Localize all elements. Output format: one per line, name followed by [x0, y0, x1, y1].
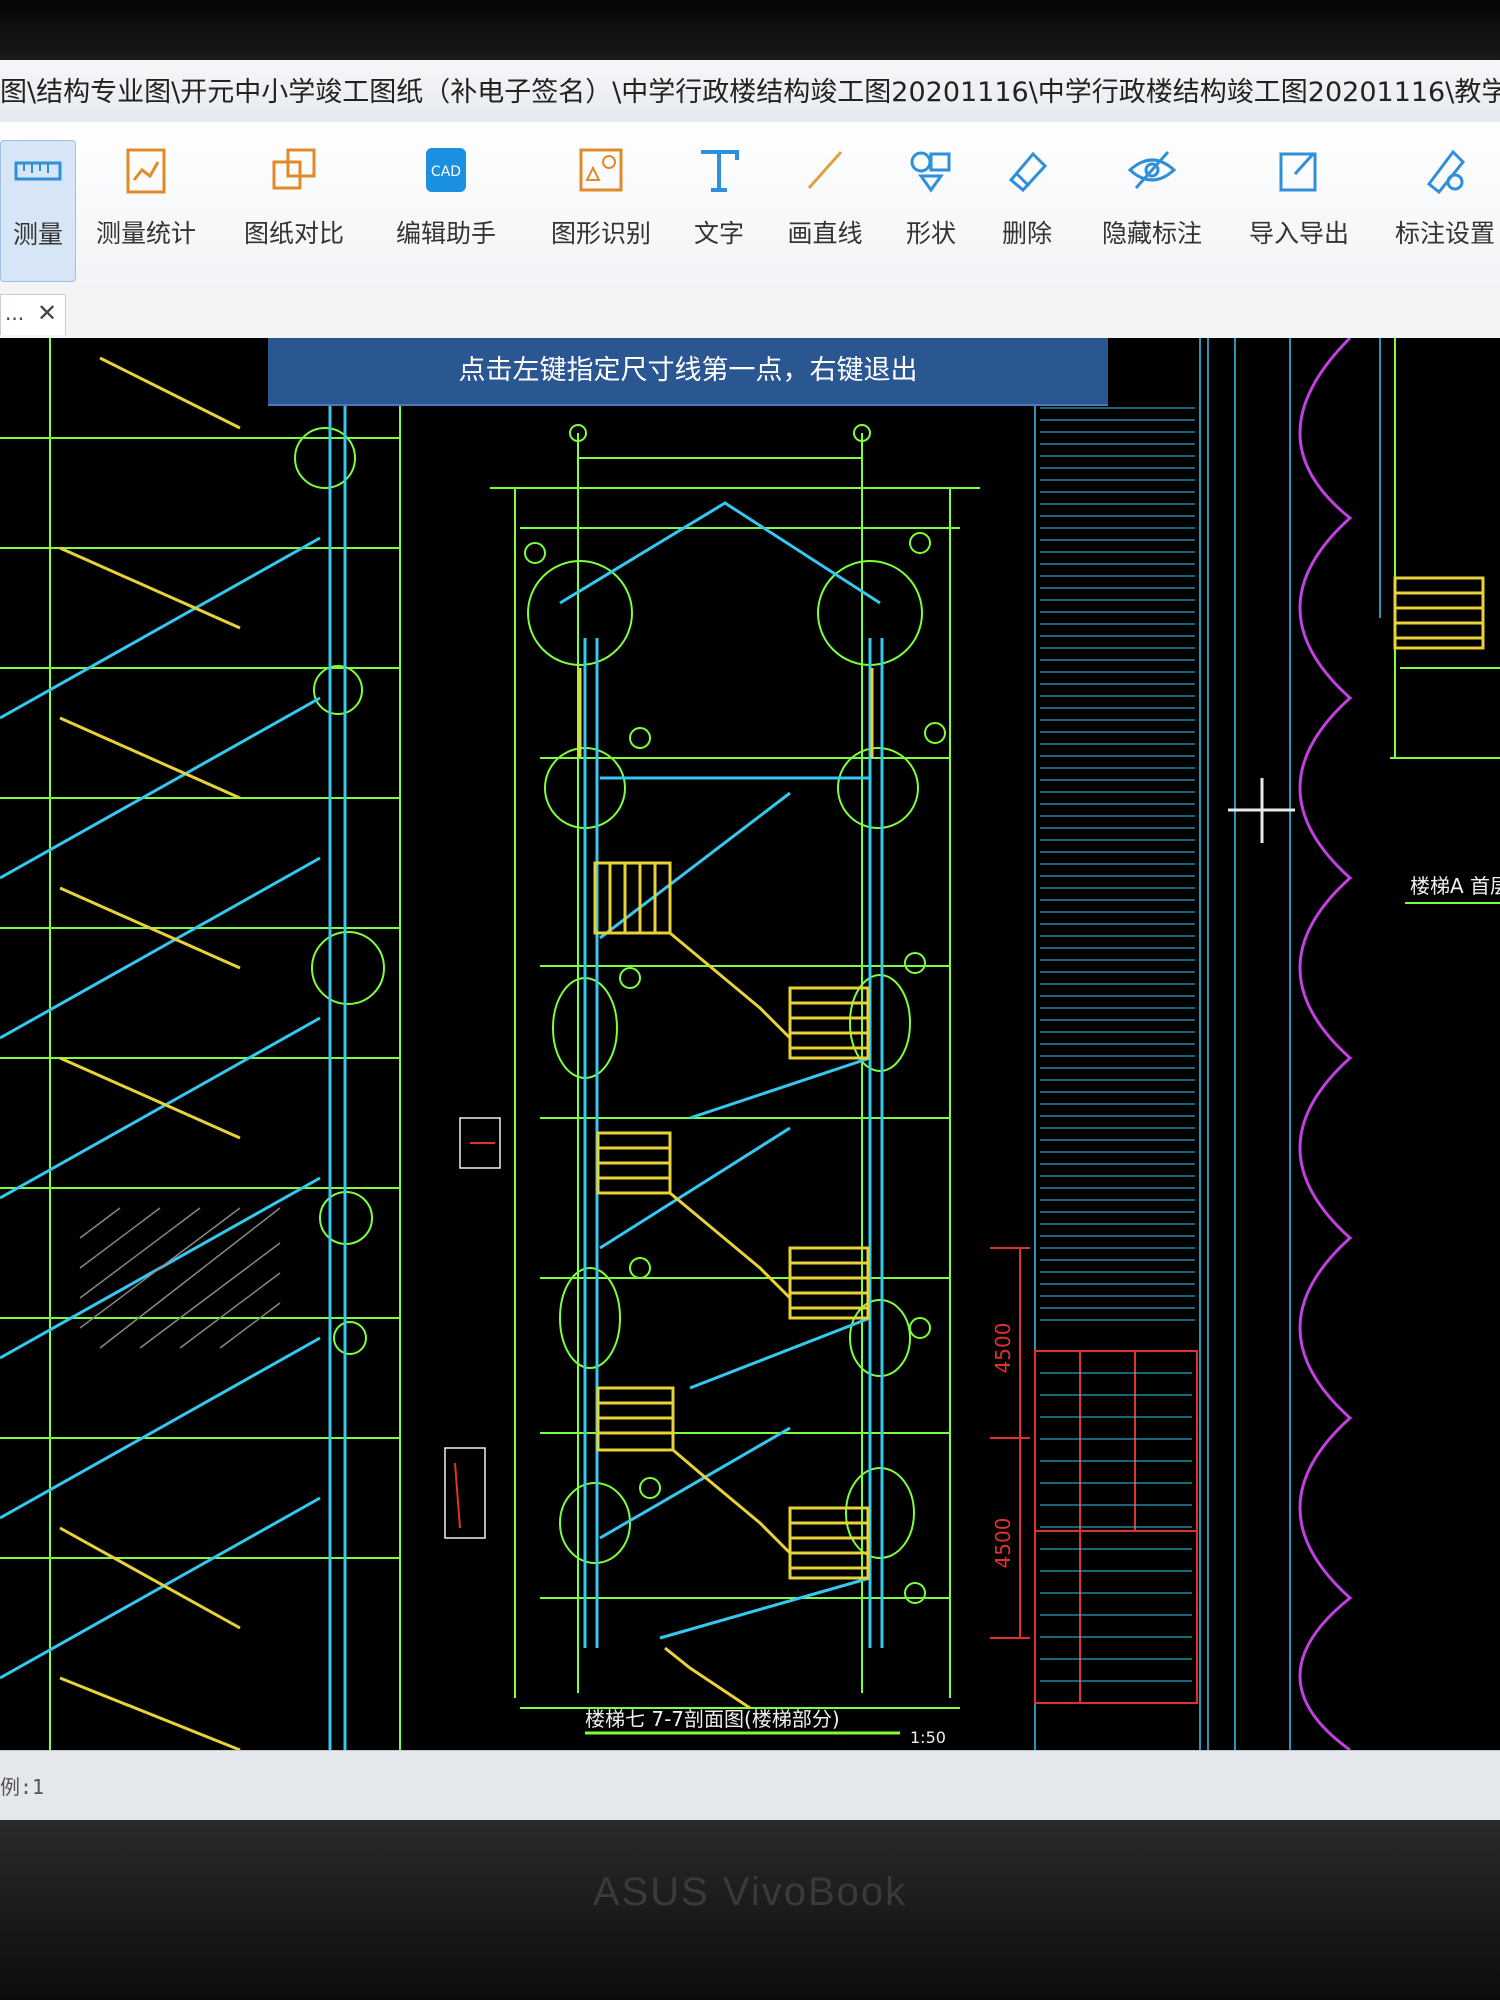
compare-button[interactable]: 图纸对比: [240, 140, 348, 280]
dimension-lower: 4500: [991, 1518, 1015, 1569]
compare-label: 图纸对比: [243, 219, 344, 248]
drawing-canvas[interactable]: 4500 4500 楼梯七 7-7剖面图(楼梯部分) 1:50: [0, 338, 1500, 1750]
left-hatch: [79, 1207, 281, 1349]
crosshair-cursor: [1228, 778, 1295, 843]
main-section-structure: [559, 501, 884, 1648]
measure-stats-label: 测量统计: [95, 219, 196, 248]
monitor-bezel-bottom: [0, 1820, 1500, 2000]
monitor-bezel-top: [0, 0, 1500, 60]
left-stair-treads: [59, 356, 241, 1750]
status-bar: 例:1: [0, 1750, 1500, 1820]
line-icon: [807, 151, 843, 189]
detail-blocks: [444, 1117, 501, 1539]
drawing-scale: 1:50: [910, 1728, 946, 1747]
shapes-icon: [910, 151, 951, 193]
right-detail: [1390, 338, 1500, 759]
delete-label: 删除: [1001, 219, 1052, 248]
title-path-bar: 图\结构专业图\开元中小学竣工图纸（补电子签名）\中学行政楼结构竣工图20201…: [0, 60, 1500, 123]
shape-recognition-icon: [579, 148, 623, 192]
text-button[interactable]: 文字: [686, 140, 752, 280]
file-path: 图\结构专业图\开元中小学竣工图纸（补电子签名）\中学行政楼结构竣工图20201…: [0, 77, 1500, 108]
measure-stats-button[interactable]: 测量统计: [92, 140, 200, 280]
annotation-settings-button[interactable]: 标注设置: [1390, 140, 1500, 280]
right-detail-label: 楼梯A 首层: [1410, 874, 1500, 898]
hide-annotation-label: 隐藏标注: [1101, 219, 1202, 248]
right-dense-lines: [1034, 338, 1381, 1750]
drawing-title: 楼梯七 7-7剖面图(楼梯部分): [585, 1707, 840, 1731]
shapes-label: 形状: [905, 219, 956, 248]
compare-icon: [272, 148, 316, 190]
shape-recognition-label: 图形识别: [550, 219, 651, 248]
cad-icon-text: CAD: [431, 164, 461, 180]
measure-button[interactable]: 测量: [0, 140, 76, 282]
export-icon: [1279, 152, 1317, 192]
import-export-button[interactable]: 导入导出: [1244, 140, 1354, 280]
left-stair-flights: [0, 338, 347, 1750]
cad-drawing: 4500 4500 楼梯七 7-7剖面图(楼梯部分) 1:50: [0, 338, 1500, 1750]
break-line: [1298, 338, 1353, 1750]
import-export-label: 导入导出: [1248, 219, 1349, 248]
toolbar-ribbon: 测量 测量统计 图纸对比 CAD 编辑助手: [0, 122, 1500, 291]
delete-button[interactable]: 删除: [994, 140, 1060, 280]
hide-annotation-button[interactable]: 隐藏标注: [1096, 140, 1208, 280]
measure-label: 测量: [12, 220, 63, 249]
right-hatch-lines: [1040, 407, 1195, 1321]
monitor-brand-logo: ASUS VivoBook: [592, 1870, 908, 1914]
close-icon[interactable]: ✕: [37, 299, 58, 327]
command-prompt: 点击左键指定尺寸线第一点，右键退出: [268, 338, 1108, 406]
dimension-upper: 4500: [991, 1323, 1015, 1374]
measure-stats-icon: [126, 148, 166, 194]
app-window: 图\结构专业图\开元中小学竣工图纸（补电子签名）\中学行政楼结构竣工图20201…: [0, 60, 1500, 1820]
document-tab-label: ...: [5, 301, 25, 325]
cad-edit-icon: CAD: [426, 148, 466, 192]
table-rows: [1040, 1372, 1192, 1682]
eye-off-icon: [1127, 151, 1177, 189]
ruler-icon: [14, 161, 62, 181]
document-tab-bar: ... ✕: [0, 290, 1500, 339]
annotation-settings-label: 标注设置: [1394, 219, 1495, 248]
text-label: 文字: [693, 219, 744, 248]
draw-line-button[interactable]: 画直线: [780, 140, 870, 280]
shape-recognition-button[interactable]: 图形识别: [546, 140, 656, 280]
draw-line-label: 画直线: [787, 219, 863, 248]
main-section-grid: [490, 424, 980, 1709]
main-section-stairs: [578, 668, 874, 1710]
shapes-button[interactable]: 形状: [898, 140, 964, 280]
edit-assistant-label: 编辑助手: [395, 219, 496, 248]
document-tab[interactable]: ... ✕: [0, 294, 66, 335]
text-icon: [701, 150, 739, 192]
eraser-icon: [1008, 151, 1048, 193]
status-text: 例:1: [0, 1775, 45, 1799]
dimension-marks: [990, 1247, 1030, 1639]
edit-assistant-button[interactable]: CAD 编辑助手: [388, 140, 504, 280]
left-stair-section: [0, 338, 401, 1750]
annotation-settings-icon: [1426, 149, 1466, 195]
